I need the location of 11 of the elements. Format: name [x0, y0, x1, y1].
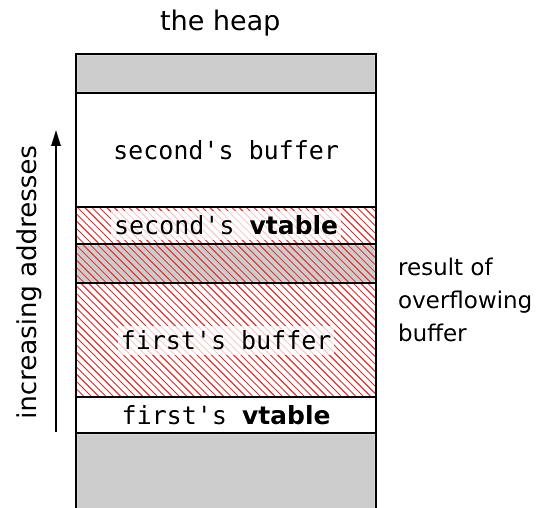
overlap-block	[77, 245, 375, 284]
heap-block	[77, 55, 375, 94]
buffer-block	[77, 284, 375, 398]
annotation-text: result of overflowing buffer	[398, 254, 534, 349]
heap-block	[77, 434, 375, 508]
block-label: first's buffer	[118, 326, 334, 354]
axis-label: increasing addresses	[13, 145, 43, 419]
heap-column	[75, 53, 377, 508]
heading: the heap	[160, 6, 280, 37]
vtable-block	[77, 208, 375, 245]
block-label: second's vtable	[110, 211, 341, 240]
